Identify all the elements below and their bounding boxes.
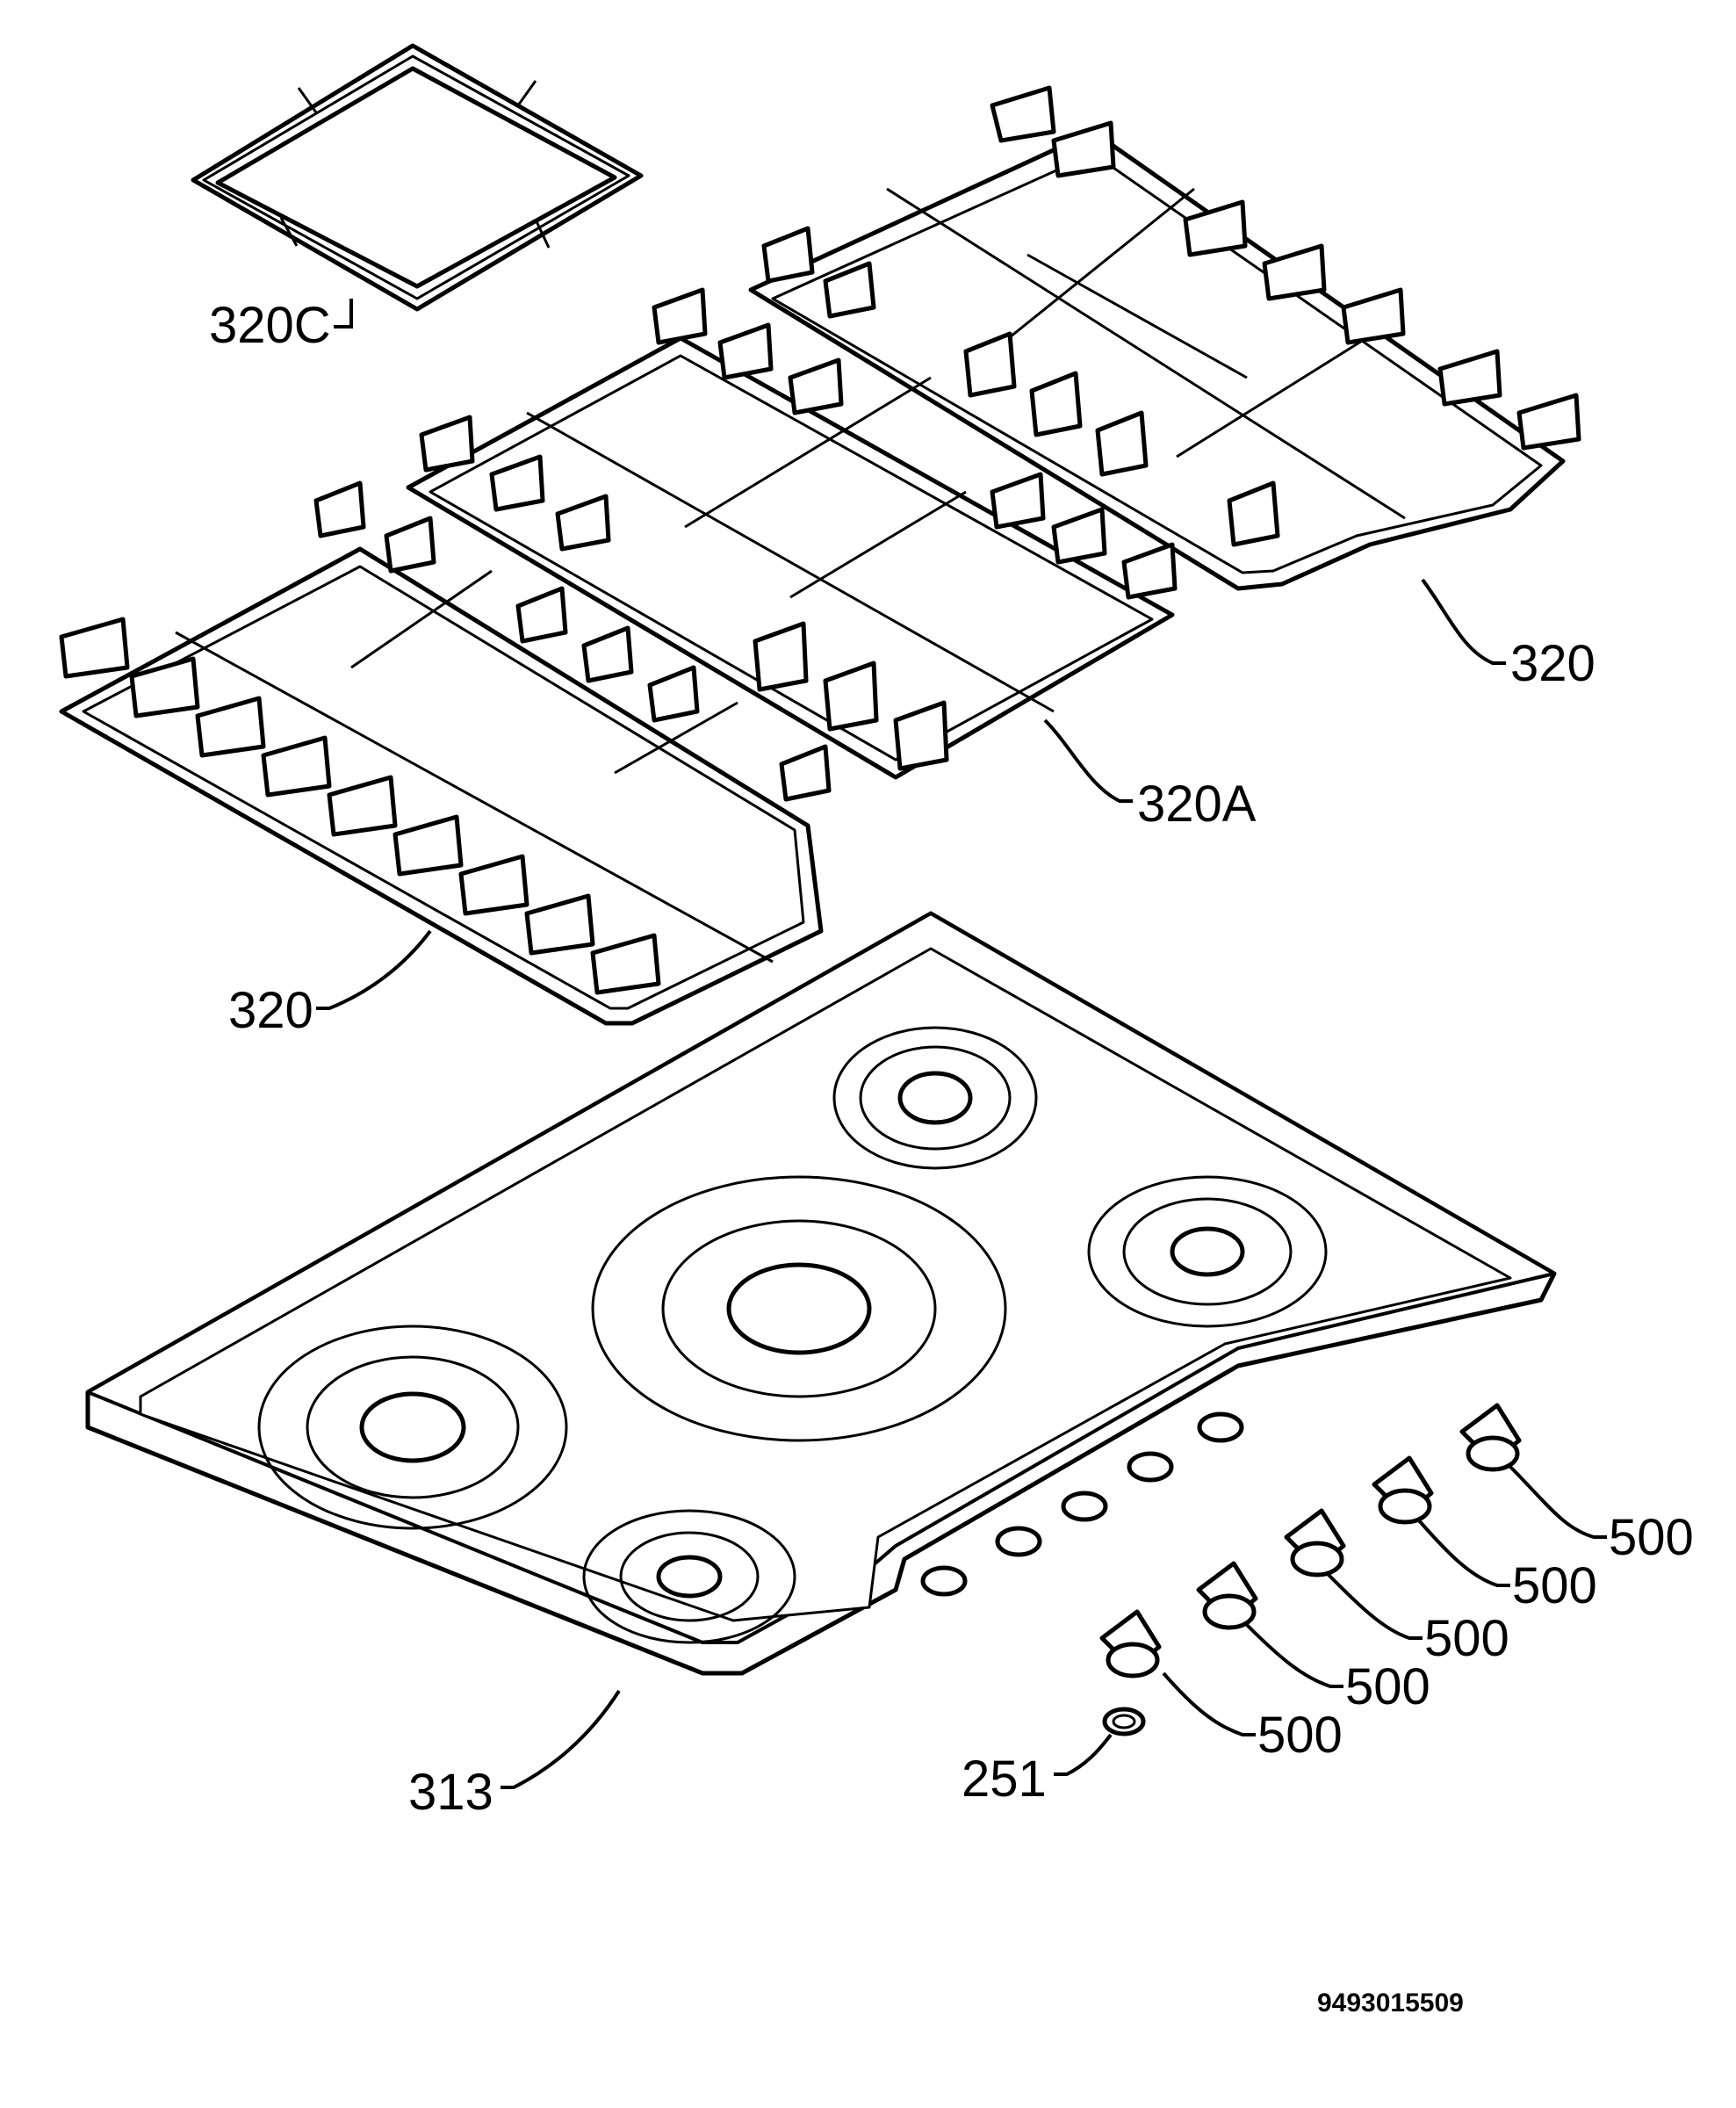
pan-support-320-left bbox=[59, 480, 832, 1026]
callout-320c: 320C bbox=[209, 297, 331, 354]
pan-support-320a-middle bbox=[406, 287, 1178, 803]
burner-front-small bbox=[582, 1509, 796, 1644]
document-number: 9493015509 bbox=[1317, 1989, 1464, 2018]
hob-top-313 bbox=[85, 911, 1557, 1789]
burner-left bbox=[257, 1325, 568, 1530]
callout-500-3: 500 bbox=[1424, 1610, 1509, 1667]
callout-320c-leader bbox=[334, 299, 353, 328]
callout-320a: 320A bbox=[1137, 776, 1257, 833]
callout-500-1: 500 bbox=[1257, 1707, 1343, 1764]
callout-500-5: 500 bbox=[1609, 1509, 1694, 1566]
knob-1 bbox=[1099, 1609, 1256, 1736]
knob-3 bbox=[1284, 1508, 1423, 1640]
control-knobs-500 bbox=[1099, 1403, 1607, 1736]
callout-251: 251 bbox=[962, 1751, 1047, 1808]
wok-ring-320c bbox=[191, 43, 644, 312]
knob-5 bbox=[1459, 1403, 1607, 1539]
burner-right bbox=[1087, 1175, 1328, 1328]
burner-center-large bbox=[591, 1175, 1007, 1442]
callout-320-left: 320 bbox=[228, 982, 313, 1039]
callout-500-4: 500 bbox=[1512, 1557, 1597, 1614]
knob-4 bbox=[1372, 1455, 1510, 1587]
knob-2 bbox=[1196, 1561, 1343, 1688]
control-knob-holes bbox=[920, 1411, 1244, 1597]
burner-top-right bbox=[832, 1026, 1038, 1170]
spring-ring-251 bbox=[1054, 1707, 1146, 1776]
callout-313: 313 bbox=[408, 1764, 493, 1821]
callout-500-2: 500 bbox=[1345, 1658, 1430, 1715]
callout-320-right: 320 bbox=[1510, 635, 1596, 692]
pan-support-320-right bbox=[748, 85, 1581, 665]
